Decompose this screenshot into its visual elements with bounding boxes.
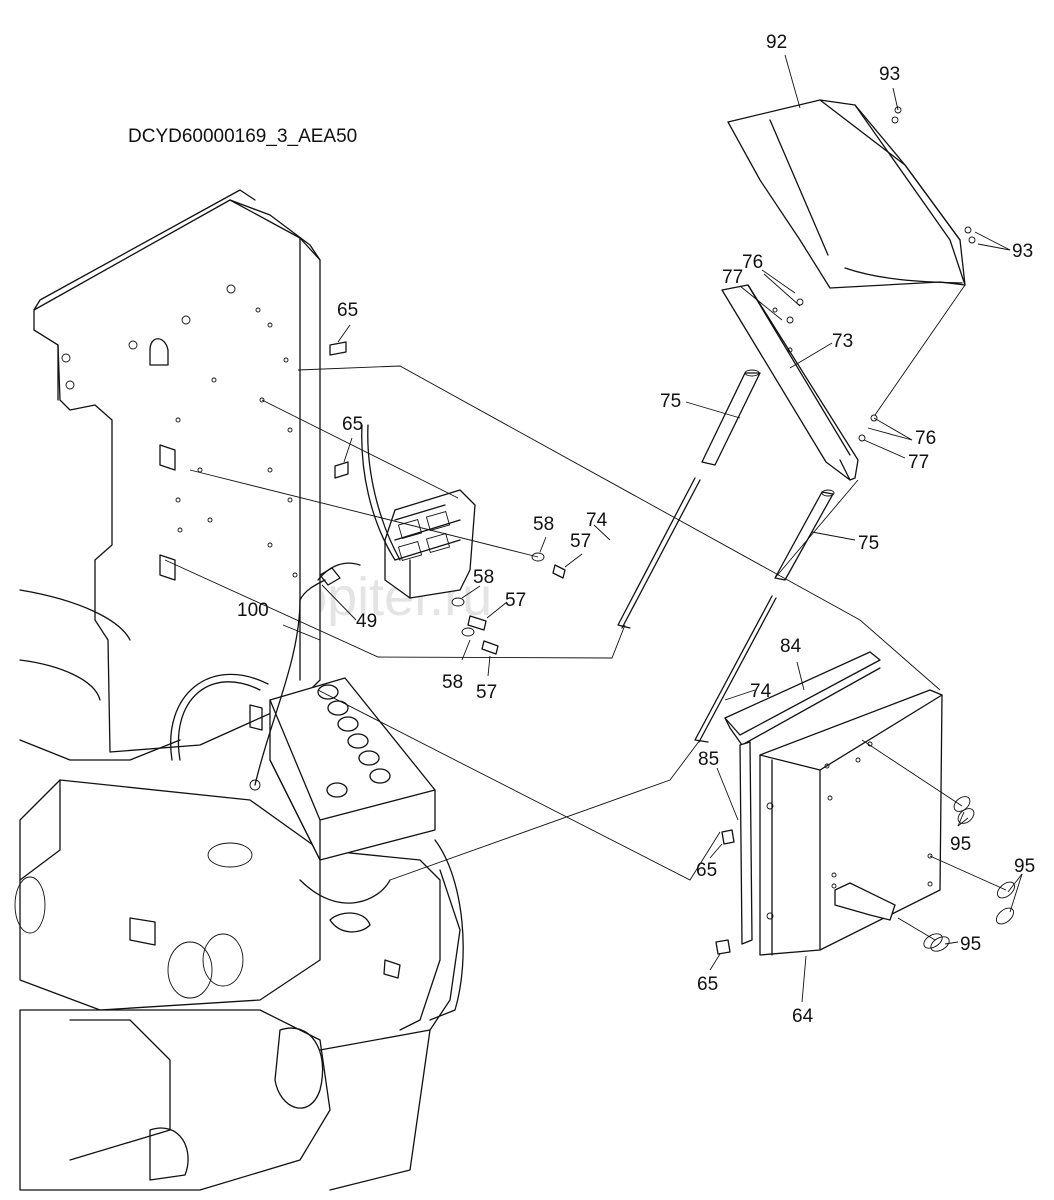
callout-95: 95 xyxy=(960,934,981,955)
callouts: 92 93 93 76 77 73 75 76 77 75 65 65 58 7… xyxy=(237,32,1035,1027)
callout-73: 73 xyxy=(832,331,853,352)
callout-65: 65 xyxy=(342,414,363,435)
hardware-57-58 xyxy=(329,341,566,655)
callout-57: 57 xyxy=(505,590,526,611)
callout-57: 57 xyxy=(476,682,497,703)
callout-58: 58 xyxy=(533,514,554,535)
callout-65: 65 xyxy=(337,300,358,321)
battery xyxy=(170,599,436,861)
callout-92: 92 xyxy=(766,32,787,53)
callout-75: 75 xyxy=(660,391,681,412)
callout-95: 95 xyxy=(950,834,971,855)
callout-64: 64 xyxy=(792,1006,814,1027)
callout-65: 65 xyxy=(697,974,718,995)
box-64 xyxy=(715,651,943,956)
leader-lines xyxy=(282,54,1023,1003)
callout-77: 77 xyxy=(908,452,929,473)
control-unit xyxy=(299,424,476,601)
callout-84: 84 xyxy=(780,636,802,657)
frame-tower xyxy=(33,189,321,753)
callout-65: 65 xyxy=(696,860,717,881)
assembly-lines xyxy=(164,284,1007,941)
callout-95: 95 xyxy=(1014,856,1035,877)
callout-85: 85 xyxy=(698,749,719,770)
callout-100: 100 xyxy=(237,600,269,621)
bracket-73 xyxy=(721,284,878,481)
callout-76: 76 xyxy=(742,252,763,273)
callout-75: 75 xyxy=(858,533,879,554)
drawing-code: DCYD60000169_3_AEA50 xyxy=(128,126,357,147)
callout-93: 93 xyxy=(1012,241,1033,262)
callout-58: 58 xyxy=(473,567,494,588)
callout-76: 76 xyxy=(915,428,936,449)
rods xyxy=(617,369,835,743)
cover-92 xyxy=(727,99,976,289)
callout-93: 93 xyxy=(879,64,900,85)
base-frame xyxy=(14,589,464,1191)
callout-74: 74 xyxy=(586,510,608,531)
callout-77: 77 xyxy=(722,267,743,288)
callout-49: 49 xyxy=(356,611,377,632)
callout-74: 74 xyxy=(750,681,772,702)
callout-58: 58 xyxy=(442,672,463,693)
callout-57: 57 xyxy=(570,531,591,552)
caps-95 xyxy=(923,796,1016,952)
